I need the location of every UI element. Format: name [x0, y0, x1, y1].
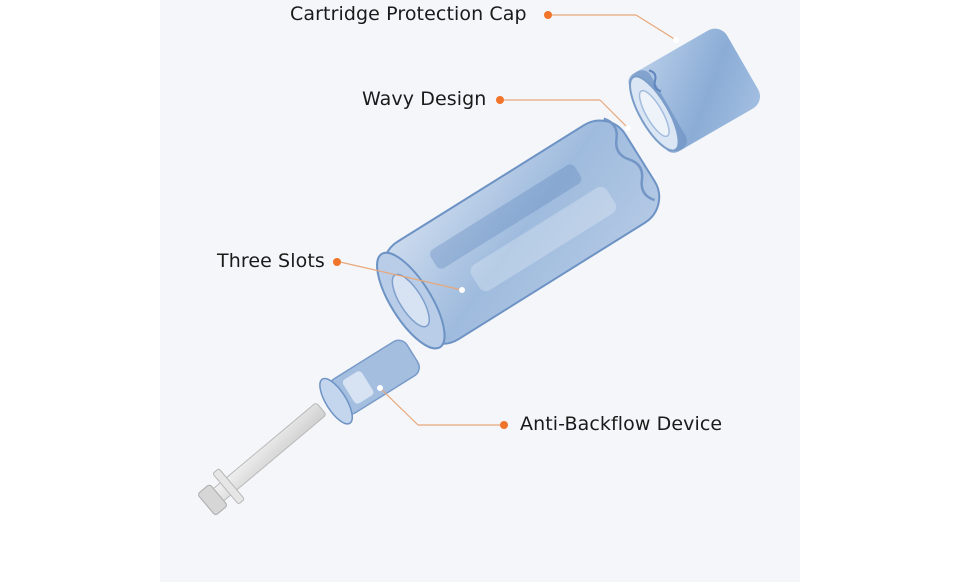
callout-slots-label: Three Slots: [217, 250, 325, 272]
callout-wavy-dot: [496, 96, 504, 104]
plunger-rod: [198, 403, 326, 515]
target-dot-cap: [673, 37, 679, 43]
callout-cap-dot: [544, 11, 552, 19]
callout-slots-dot: [333, 258, 341, 266]
anti-backflow-connector: [319, 339, 420, 425]
callout-cap-label: Cartridge Protection Cap: [290, 3, 527, 25]
callout-wavy-label: Wavy Design: [362, 88, 487, 110]
callout-anti-backflow-dot: [500, 421, 508, 429]
target-dot-slots: [459, 287, 465, 293]
protection-cap: [628, 28, 761, 153]
target-dot-anti-backflow: [377, 385, 383, 391]
cartridge-body: [376, 117, 661, 350]
target-dot-wavy: [625, 125, 631, 131]
leader-lines: [339, 14, 677, 426]
callout-anti-backflow-label: Anti-Backflow Device: [520, 413, 723, 435]
